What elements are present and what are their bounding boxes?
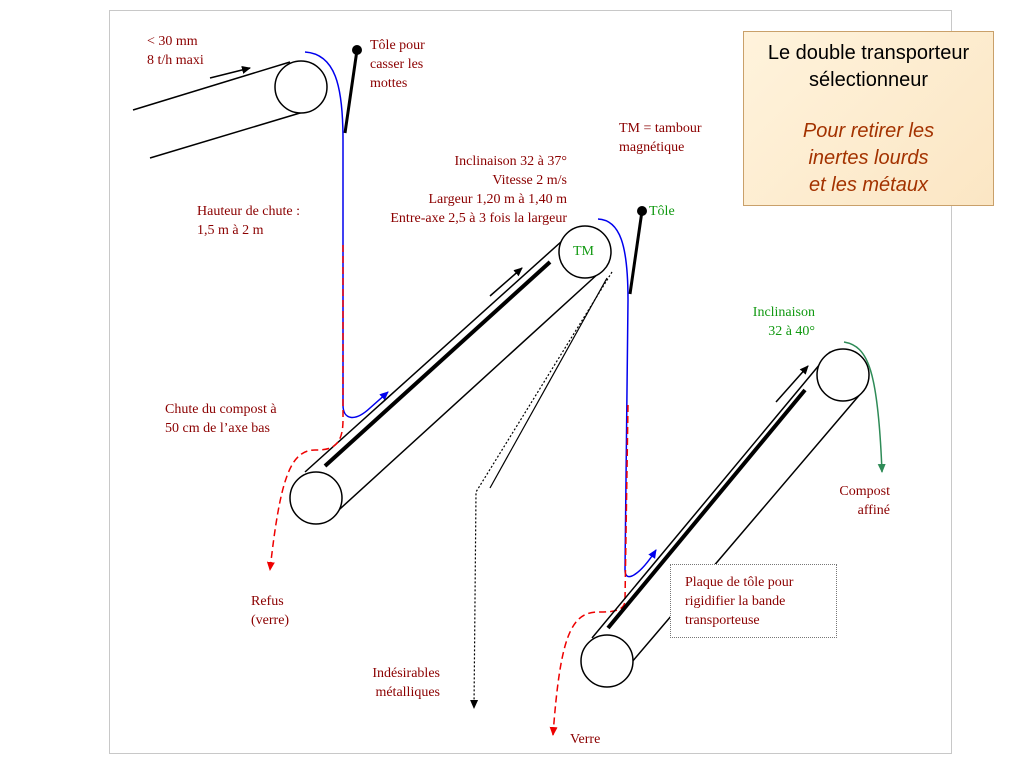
conveyor-2 (580, 348, 870, 688)
refus-label: Refus (verre) (251, 594, 290, 628)
conveyor-2-direction-arrow (775, 365, 809, 403)
conveyor-2-top-drum (816, 348, 870, 402)
belt-1-spec-label: Inclinaison 32 à 37° Vitesse 2 m/s Large… (390, 154, 567, 226)
hauteur-chute-label: Hauteur de chute : 1,5 m à 2 m (197, 204, 301, 238)
tole-casser-label: Tôle pour casser les mottes (370, 38, 425, 91)
conveyor-1-direction-arrow (489, 267, 523, 297)
plaque-tole-label: Plaque de tôle pour rigidifier la bande … (685, 575, 794, 628)
magnetic-drum (558, 225, 612, 279)
title-subtitle: Pour retirer les inertes lourds et les m… (802, 120, 935, 196)
conveyor-1-belt (323, 260, 552, 468)
title-box: Le double transporteur sélectionneur Pou… (743, 31, 994, 206)
inclinaison-2-label: Inclinaison 32 à 40° (752, 305, 815, 339)
title-main: Le double transporteur sélectionneur (767, 42, 970, 91)
input-spec-label: < 30 mm 8 t/h maxi (147, 34, 204, 68)
input-drum (274, 60, 328, 114)
conveyor-1-bottom-drum (289, 471, 343, 525)
conveyor-2-bottom-drum (580, 634, 634, 688)
verre-label: Verre (570, 732, 601, 747)
tole-label: Tôle (649, 204, 675, 219)
compost-trajectory-1 (304, 51, 389, 419)
indesirables-label: Indésirables métalliques (372, 666, 440, 700)
compost-trajectory-2 (597, 218, 657, 578)
tole-plate-2 (628, 206, 647, 295)
tm-drum-label: TM (573, 244, 594, 259)
conveyor-1 (289, 225, 612, 525)
compost-affine-label: Compost affiné (839, 484, 890, 518)
input-conveyor (132, 60, 328, 159)
separation-line (489, 277, 608, 489)
verre-flow (549, 404, 629, 736)
plaque-tole-note: Plaque de tôle pour rigidifier la bande … (670, 564, 837, 638)
conveyor-2-belt (606, 388, 807, 630)
refus-flow (266, 245, 344, 571)
diagram-frame (109, 10, 952, 754)
tole-casser-plate (343, 45, 362, 134)
compost-affine-flow (843, 341, 886, 473)
tm-definition-label: TM = tambour magnétique (619, 121, 702, 155)
chute-compost-label: Chute du compost à 50 cm de l’axe bas (165, 402, 277, 436)
input-direction-arrow (209, 66, 251, 79)
